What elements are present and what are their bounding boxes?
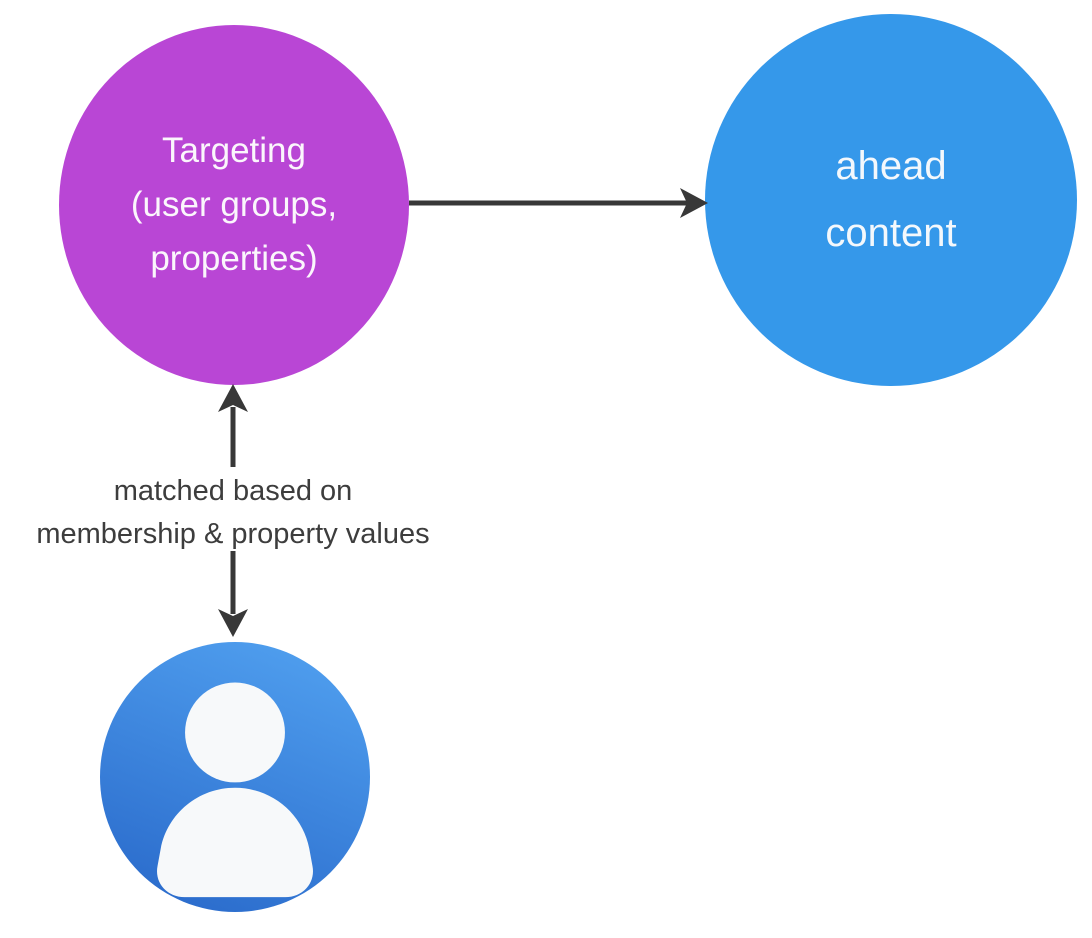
- node-user: [100, 642, 370, 912]
- user-avatar-icon: [100, 642, 370, 912]
- node-targeting: Targeting (user groups, properties): [59, 25, 409, 385]
- node-targeting-line-3: properties): [150, 239, 318, 278]
- user-avatar-head: [185, 682, 285, 783]
- node-ahead-content-line-1: ahead: [835, 144, 947, 188]
- user-avatar-body: [157, 787, 313, 898]
- node-targeting-line-1: Targeting: [162, 131, 306, 170]
- node-ahead-content: ahead content: [705, 14, 1077, 386]
- node-targeting-line-2: (user groups,: [130, 185, 338, 224]
- arrow-user-to-targeting-upper: [218, 384, 248, 467]
- node-ahead-content-line-2: content: [825, 211, 957, 255]
- arrow-up-head-icon: [218, 384, 248, 412]
- arrow-down-head-icon: [218, 609, 248, 637]
- arrow-right-head-icon: [680, 188, 708, 218]
- arrow-targeting-to-content: [409, 188, 708, 218]
- edge-label-matched: matched based on membership & property v…: [0, 470, 466, 556]
- node-targeting-label: Targeting (user groups, properties): [131, 124, 337, 286]
- edge-label-line-1: matched based on: [113, 475, 353, 507]
- edge-label-line-2: membership & property values: [36, 518, 430, 550]
- arrow-user-to-targeting-lower: [218, 551, 248, 637]
- node-ahead-content-label: ahead content: [825, 133, 956, 267]
